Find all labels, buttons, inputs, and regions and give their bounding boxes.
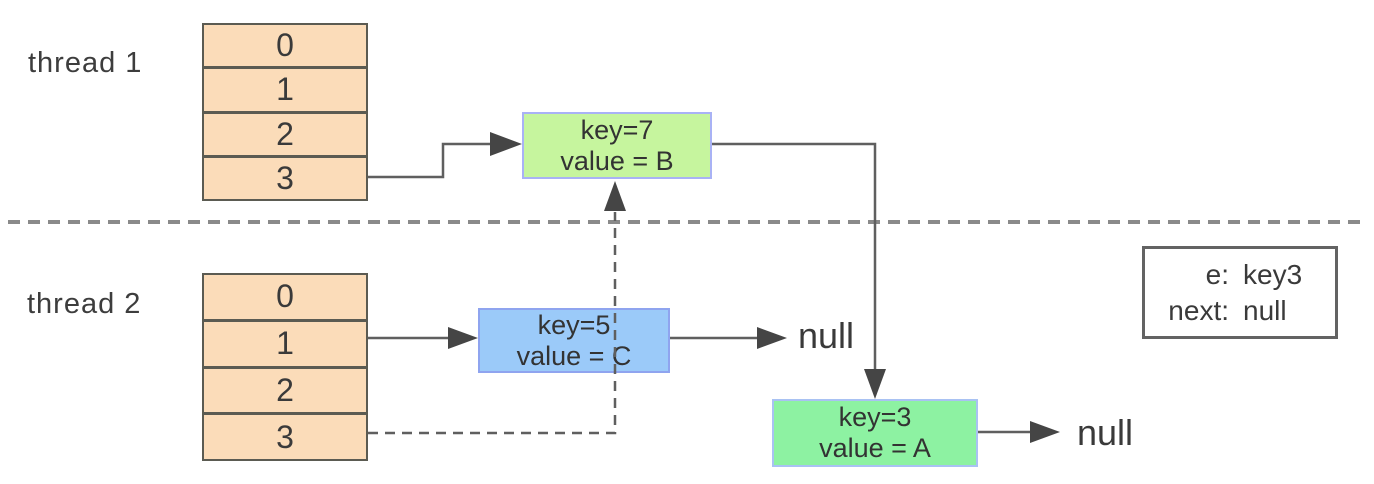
arrowhead-into-key3 xyxy=(864,369,886,399)
info-label-e: e: xyxy=(1205,258,1229,290)
arrowhead-key3-null xyxy=(1030,421,1060,443)
thread2-bucket-array: 0 1 2 3 xyxy=(202,273,368,461)
info-row-next: next: null xyxy=(1153,293,1327,329)
thread1-label: thread 1 xyxy=(28,47,143,79)
node-key3-value: value = A xyxy=(819,433,931,463)
thread2-bucket-3: 3 xyxy=(204,412,366,459)
thread1-bucket-1: 1 xyxy=(204,66,366,111)
node-key3-key: key=3 xyxy=(838,402,912,432)
thread1-bucket-2: 2 xyxy=(204,110,366,155)
thread1-bucket-0: 0 xyxy=(204,25,366,67)
thread2-bucket-2: 2 xyxy=(204,365,366,413)
thread1-bucket-3: 3 xyxy=(204,154,366,199)
node-key7: key=7 value = B xyxy=(522,112,712,179)
node-key5-value: value = C xyxy=(516,340,632,371)
null-label-key3: null xyxy=(1077,412,1134,453)
info-value-next: null xyxy=(1243,294,1287,326)
arrowhead-key5-null xyxy=(757,327,787,349)
info-label-next: next: xyxy=(1168,294,1229,326)
arrowhead-into-key5 xyxy=(448,327,478,349)
arrowhead-into-key7 xyxy=(490,132,522,156)
arrowhead-dashed-into-key7 xyxy=(604,181,626,211)
node-key7-value: value = B xyxy=(560,145,674,176)
thread2-bucket-1: 1 xyxy=(204,318,366,366)
null-label-key5: null xyxy=(798,315,855,356)
node-key3: key=3 value = A xyxy=(772,399,978,467)
node-key5: key=5 value = C xyxy=(478,308,670,373)
info-row-e: e: key3 xyxy=(1153,257,1327,293)
node-key5-key: key=5 xyxy=(537,309,611,340)
thread1-bucket-array: 0 1 2 3 xyxy=(202,23,368,201)
entry-info-box: e: key3 next: null xyxy=(1142,246,1338,339)
node-key7-key: key=7 xyxy=(580,114,654,145)
arrow-thread1-bucket3-to-key7 xyxy=(368,142,492,179)
thread2-label: thread 2 xyxy=(27,288,142,320)
thread2-bucket-0: 0 xyxy=(204,275,366,319)
info-value-e: key3 xyxy=(1243,258,1303,290)
